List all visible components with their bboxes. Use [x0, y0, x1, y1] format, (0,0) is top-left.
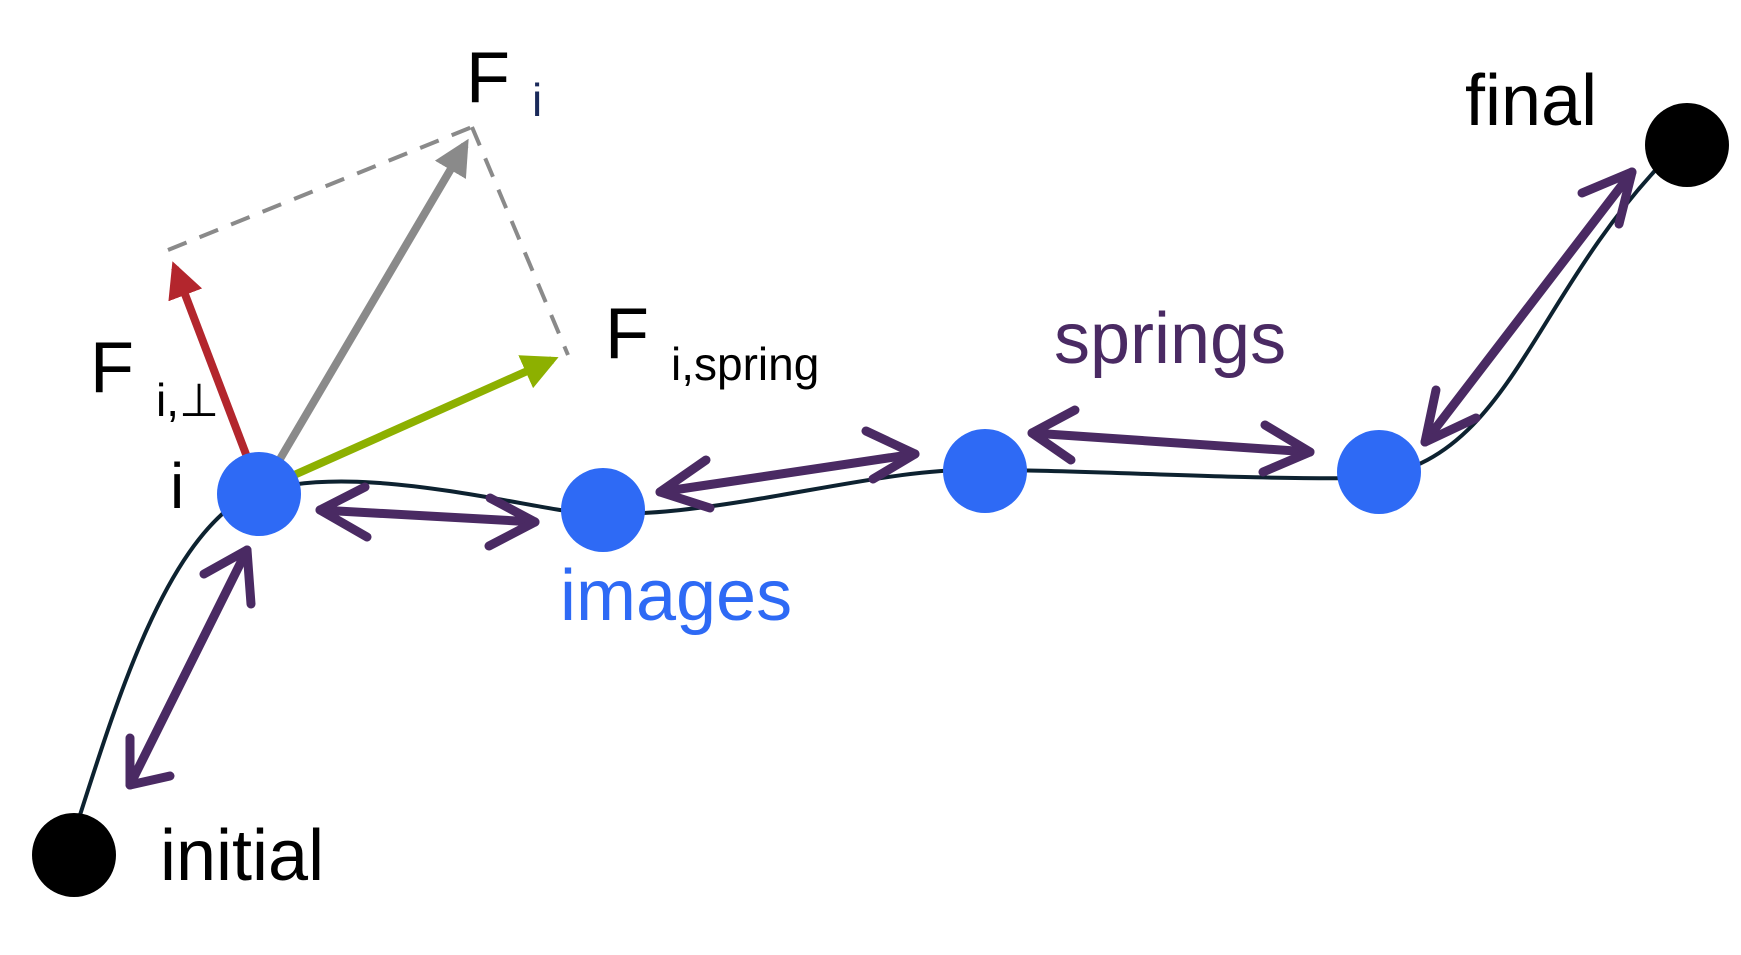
spring-arrow-5 [1420, 167, 1637, 447]
force-total-label-sub: i [532, 74, 542, 126]
force-spring-arrow [263, 355, 559, 492]
force-total-label-main: F [466, 38, 510, 118]
force-spring-label: F i,spring [605, 294, 819, 390]
spring-arrow-2 [315, 482, 540, 551]
image-dot-2 [561, 468, 645, 552]
spring-arrow-3 [655, 426, 920, 513]
final-label: final [1465, 61, 1597, 141]
springs-label: springs [1054, 299, 1286, 379]
image-dot-i [217, 452, 301, 536]
image-dot-3 [943, 429, 1027, 513]
force-construction-lines [167, 125, 570, 356]
force-perp-label-main: F [90, 328, 134, 408]
force-perp-arrow [168, 261, 256, 472]
spring-arrow-1 [125, 545, 256, 790]
images-label: images [560, 556, 792, 636]
springs [125, 167, 1637, 790]
force-total-label: F i [466, 38, 542, 126]
force-perp-label: F i,⊥ [90, 328, 219, 426]
reaction-path [78, 158, 1667, 816]
image-index-label: i [170, 450, 184, 522]
force-spring-label-sub: i,spring [671, 338, 819, 390]
spring-arrow-4 [1027, 405, 1315, 477]
final-state-dot [1645, 103, 1729, 187]
initial-label: initial [160, 816, 324, 896]
force-perp-label-sub: i,⊥ [156, 374, 219, 426]
initial-state-dot [32, 813, 116, 897]
image-dot-4 [1337, 430, 1421, 514]
force-total-arrow [256, 138, 469, 496]
force-spring-label-main: F [605, 294, 649, 374]
